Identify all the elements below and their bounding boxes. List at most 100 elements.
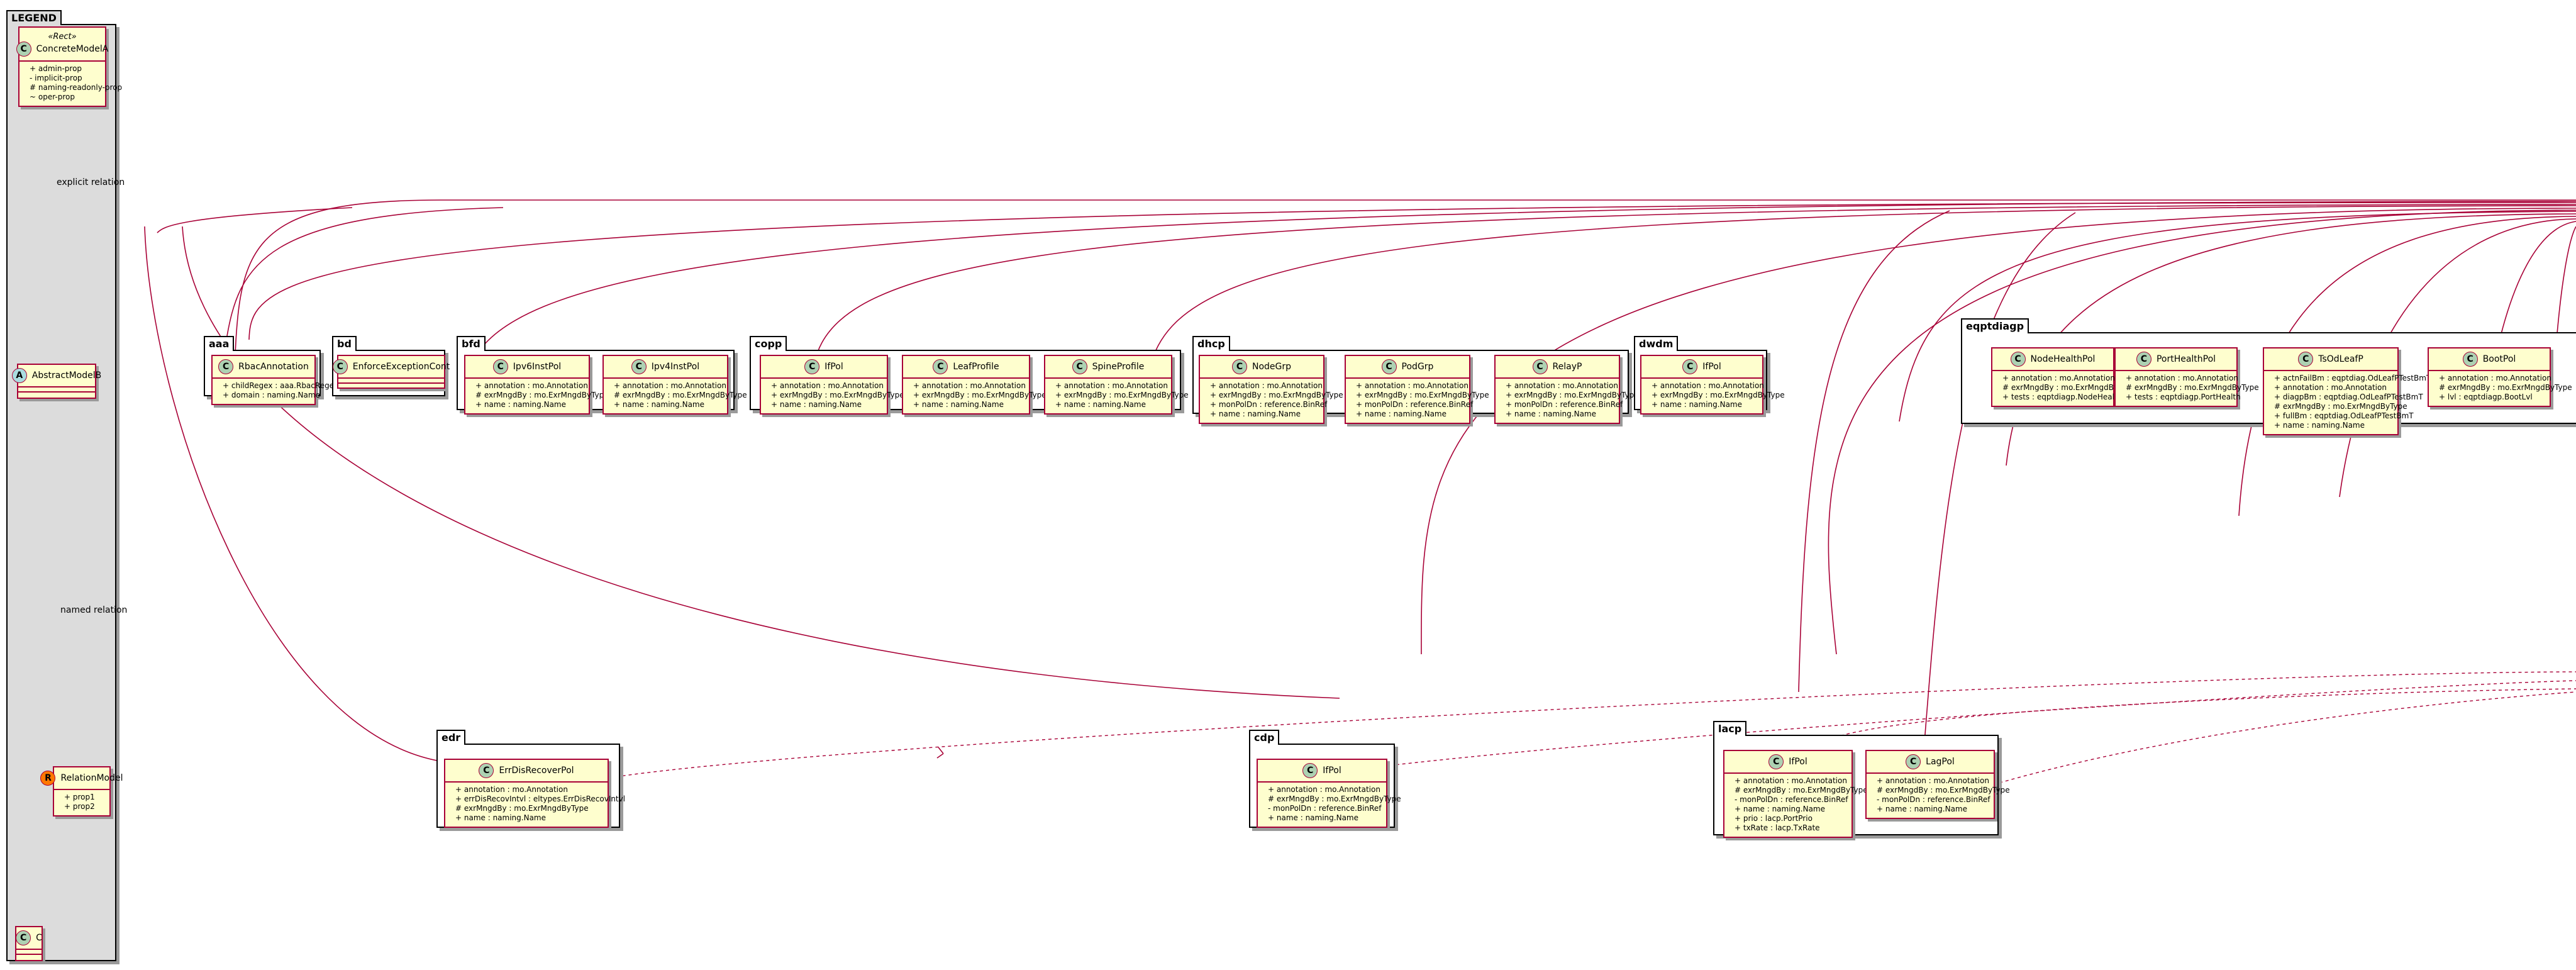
class-name: PortHealthPol [2156,354,2216,364]
legend-c-class[interactable]: C C [15,926,43,961]
class-badge-icon: C [332,359,348,374]
class-name: SpineProfile [1092,362,1145,372]
package-dhcp: dhcp C NodeGrp + annotation : mo.Annotat… [1192,336,1639,424]
package-name: copp [750,336,787,351]
class-attribute: + name : naming.Name [771,400,862,409]
class-badge-icon: C [2136,352,2151,367]
package-cdp: cdp C IfPol + annotation : mo.Annotation… [1249,730,1401,828]
class-box[interactable]: C IfPol + annotation : mo.Annotation # e… [1723,750,1868,838]
class-name: Ipv6InstPol [513,362,562,372]
class-name: IfPol [1323,766,1341,776]
class-attribute: + name : naming.Name [1877,805,1967,813]
legend-relation-model-class[interactable]: R RelationModel + prop1 + prop2 [40,766,123,817]
class-box[interactable]: C IfPol + annotation : mo.Annotation + e… [760,355,904,415]
class-box[interactable]: C IfPol + annotation : mo.Annotation + e… [1640,355,1785,415]
class-name: LeafProfile [953,362,999,372]
class-badge-icon: C [492,359,508,374]
package-aaa: aaa C RbacAnnotation + childRegex : aaa.… [204,336,338,405]
class-badge-icon: C [1302,763,1318,778]
package-bfd: bfd C Ipv6InstPol + annotation : mo.Anno… [457,336,747,415]
explicit-relation-label: explicit relation [57,177,125,187]
package-name: edr [436,730,466,745]
class-badge-icon: C [479,763,494,778]
class-badge-icon: C [631,359,647,374]
class-badge-icon: C [1906,754,1921,769]
class-badge-icon: C [1768,754,1784,769]
class-box[interactable]: C NodeGrp + annotation : mo.Annotation +… [1199,355,1343,424]
class-badge-icon: C [1381,359,1397,374]
class-attribute: + prop2 [64,802,95,811]
class-box[interactable]: C RelayP + annotation : mo.Annotation + … [1494,355,1639,424]
package-name: eqptdiagp [1961,318,2029,333]
class-box[interactable]: C SpineProfile + annotation : mo.Annotat… [1044,355,1189,415]
legend-abstract-class[interactable]: A AbstractModelB [11,364,101,399]
class-badge-icon: C [933,359,948,374]
class-attribute: + annotation : mo.Annotation [1652,381,1764,390]
class-name: NodeHealthPol [2030,354,2096,364]
class-attribute: + exrMngdBy : mo.ExrMngdByType [1210,391,1343,399]
package-name: bd [332,336,357,351]
class-box[interactable]: C TsOdLeafP + actnFailBm : eqptdiag.OdLe… [2263,347,2431,435]
class-name: IfPol [1702,362,1721,372]
class-box[interactable]: C PodGrp + annotation : mo.Annotation + … [1345,355,1489,424]
class-name: C [36,933,42,943]
class-name: RelationModel [60,773,123,783]
class-attribute: # exrMngdBy : mo.ExrMngdByType [475,391,609,399]
class-box[interactable]: C EnforceExceptionCont [332,355,450,389]
class-attribute: + annotation : mo.Annotation [614,381,726,390]
package-name: cdp [1249,730,1280,745]
class-attribute: + prio : lacp.PortPrio [1735,814,1813,823]
class-attribute: + tests : eqptdiagp.PortHealth [2126,393,2241,401]
class-box[interactable]: C LeafProfile + annotation : mo.Annotati… [902,355,1046,415]
class-box[interactable]: C NodeHealthPol + annotation : mo.Annota… [1991,347,2136,407]
package-edr: edr C ErrDisRecoverPol + annotation : mo… [436,730,625,828]
class-attribute: + fullBm : eqptdiag.OdLeafPTestBmT [2274,411,2414,420]
class-attribute: - monPolDn : reference.BinRef [1268,804,1382,813]
class-name: ErrDisRecoverPol [499,766,574,776]
class-name: ConcreteModelA [36,43,109,54]
class-box[interactable]: C IfPol + annotation : mo.Annotation # e… [1257,759,1401,828]
class-attribute: ~ oper-prop [30,92,75,101]
class-attribute: + annotation : mo.Annotation [2274,383,2387,392]
class-attribute: + name : naming.Name [1652,400,1742,409]
class-box[interactable]: C Ipv4InstPol + annotation : mo.Annotati… [602,355,747,415]
class-badge-icon: C [2298,352,2314,367]
legend-package: LEGEND «Rect» C ConcreteModelA + admin-p… [6,10,127,961]
class-attribute: + annotation : mo.Annotation [771,381,884,390]
class-box[interactable]: C PortHealthPol + annotation : mo.Annota… [2114,347,2259,407]
class-attribute: + monPolDn : reference.BinRef [1210,400,1328,409]
class-name: LagPol [1926,757,1955,767]
legend-concrete-class[interactable]: «Rect» C ConcreteModelA + admin-prop - i… [16,26,122,107]
class-box[interactable]: C RbacAnnotation + childRegex : aaa.Rbac… [211,355,338,405]
class-badge-icon: C [218,359,234,374]
class-attribute: + name : naming.Name [2274,421,2365,430]
class-attribute: + monPolDn : reference.BinRef [1356,400,1474,409]
class-attribute: + exrMngdBy : mo.ExrMngdByType [1506,391,1639,399]
named-relation-label: named relation [60,605,128,615]
class-attribute: + exrMngdBy : mo.ExrMngdByType [1652,391,1785,399]
class-badge-icon: C [16,930,31,945]
class-box[interactable]: C ErrDisRecoverPol + annotation : mo.Ann… [444,759,625,828]
class-attribute: # exrMngdBy : mo.ExrMngdByType [614,391,747,399]
abstract-badge-icon: A [11,368,27,383]
class-badge-icon: C [1231,359,1247,374]
class-attribute: + prop1 [64,793,95,801]
class-badge-icon: C [1682,359,1698,374]
class-attribute: + name : naming.Name [1055,400,1146,409]
class-attribute: + domain : naming.Name [223,391,320,399]
class-box[interactable]: C Ipv6InstPol + annotation : mo.Annotati… [464,355,609,415]
class-attribute: + annotation : mo.Annotation [1356,381,1468,390]
class-attribute: + lvl : eqptdiagp.BootLvl [2439,393,2533,401]
class-attribute: + name : naming.Name [1506,410,1596,418]
package-bd: bd C EnforceExceptionCont [332,336,450,396]
class-attribute: + name : naming.Name [475,400,566,409]
class-attribute: # exrMngdBy : mo.ExrMngdByType [1877,786,2010,794]
class-attribute: + monPolDn : reference.BinRef [1506,400,1623,409]
class-box[interactable]: C LagPol + annotation : mo.Annotation # … [1865,750,2010,819]
class-attribute: + annotation : mo.Annotation [1735,776,1847,785]
class-attribute: + name : naming.Name [913,400,1004,409]
package-name: bfd [457,336,486,351]
class-name: RelayP [1552,362,1582,372]
legend-title: LEGEND [6,10,62,25]
class-box[interactable]: C BootPol + annotation : mo.Annotation #… [2428,347,2572,407]
